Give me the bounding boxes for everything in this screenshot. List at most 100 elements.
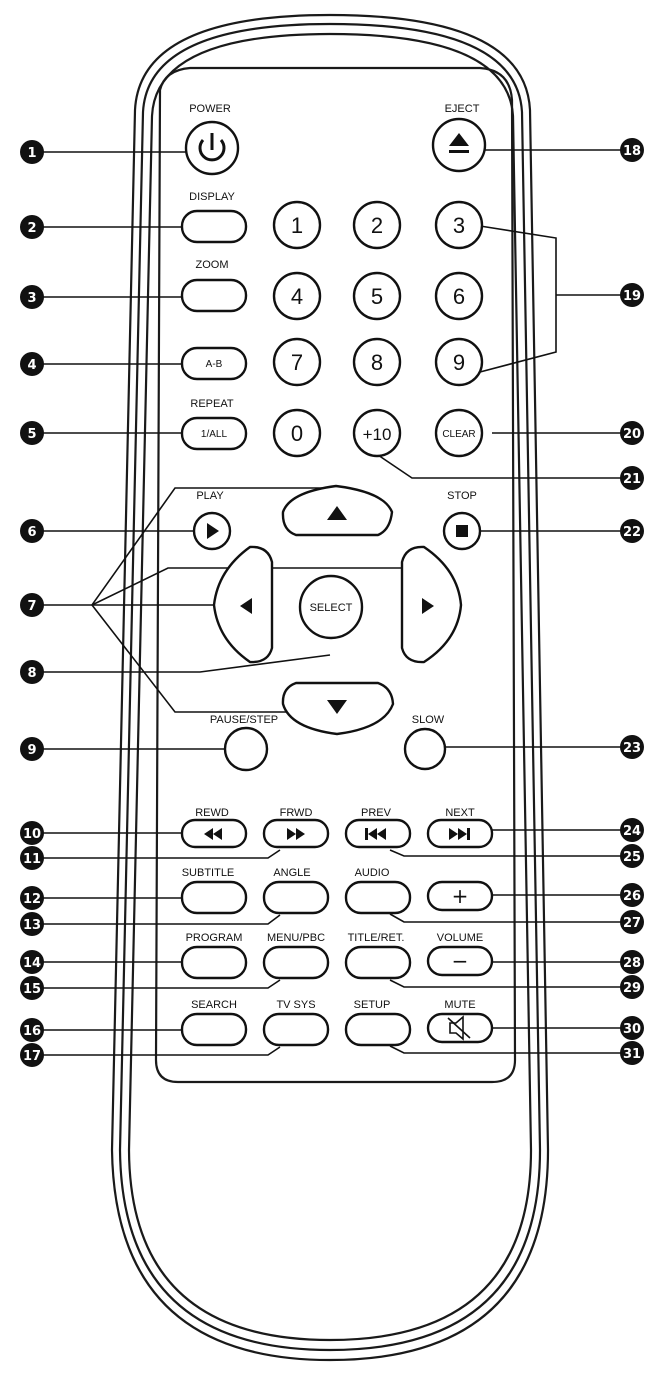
callout-24: 24 <box>620 818 644 842</box>
callout-markers: 1 2 3 4 5 6 7 8 9 10 11 12 13 14 15 16 1… <box>20 138 644 1067</box>
svg-text:31: 31 <box>623 1047 641 1062</box>
volume-label: VOLUME <box>437 932 483 944</box>
callout-29: 29 <box>620 975 644 999</box>
nav-left-button[interactable] <box>212 545 274 664</box>
volume-down-button[interactable]: − <box>426 945 494 977</box>
menu-pbc-button[interactable] <box>262 945 330 980</box>
callout-15: 15 <box>20 976 44 1000</box>
arrow-down-icon <box>327 700 347 714</box>
svg-text:21: 21 <box>623 472 641 487</box>
frwd-label: FRWD <box>280 807 313 819</box>
callout-2: 2 <box>20 215 44 239</box>
rewd-label: REWD <box>195 807 229 819</box>
digit-label: 3 <box>453 213 465 238</box>
pause-step-label: PAUSE/STEP <box>210 714 278 726</box>
digit-button-1[interactable]: 1 <box>272 200 322 250</box>
callout-30: 30 <box>620 1016 644 1040</box>
title-ret-button[interactable] <box>344 945 412 980</box>
digit-button-7[interactable]: 7 <box>272 337 322 387</box>
callout-5: 5 <box>20 421 44 445</box>
next-button[interactable] <box>426 818 494 849</box>
digit-button-2[interactable]: 2 <box>352 200 402 250</box>
svg-text:14: 14 <box>23 956 41 971</box>
digit-button-9[interactable]: 9 <box>434 337 484 387</box>
plus-ten-button[interactable]: +10 <box>352 408 402 458</box>
previous-button[interactable] <box>344 818 412 849</box>
callout-19: 19 <box>620 283 644 307</box>
digit-button-0[interactable]: 0 <box>272 408 322 458</box>
svg-text:17: 17 <box>23 1049 41 1064</box>
pause-step-button[interactable] <box>223 726 269 772</box>
title-ret-label: TITLE/RET. <box>348 932 405 944</box>
callout-3: 3 <box>20 285 44 309</box>
program-button[interactable] <box>180 945 248 980</box>
slow-label: SLOW <box>412 714 445 726</box>
subtitle-button[interactable] <box>180 880 248 915</box>
svg-text:20: 20 <box>623 427 641 442</box>
digit-button-8[interactable]: 8 <box>352 337 402 387</box>
eject-button[interactable] <box>431 117 487 173</box>
svg-text:2: 2 <box>27 221 36 236</box>
digit-button-4[interactable]: 4 <box>272 271 322 321</box>
eject-label: EJECT <box>445 103 480 115</box>
power-button[interactable] <box>184 120 240 176</box>
angle-button[interactable] <box>262 880 330 915</box>
prev-label: PREV <box>361 807 392 819</box>
svg-text:26: 26 <box>623 889 641 904</box>
nav-right-button[interactable] <box>400 545 463 664</box>
ab-button[interactable]: A-B <box>180 346 248 381</box>
nav-down-button[interactable] <box>281 681 395 736</box>
select-button[interactable]: SELECT <box>298 574 364 640</box>
digit-button-3[interactable]: 3 <box>434 200 484 250</box>
callout-6: 6 <box>20 519 44 543</box>
svg-text:3: 3 <box>27 291 36 306</box>
setup-button[interactable] <box>344 1012 412 1047</box>
svg-text:28: 28 <box>623 956 641 971</box>
nav-up-button[interactable] <box>281 484 394 537</box>
plus-ten-label: +10 <box>363 425 392 444</box>
audio-button[interactable] <box>344 880 412 915</box>
search-label: SEARCH <box>191 999 237 1011</box>
search-button[interactable] <box>180 1012 248 1047</box>
clear-label: CLEAR <box>442 429 475 440</box>
zoom-button[interactable] <box>180 278 248 313</box>
next-label: NEXT <box>445 807 475 819</box>
callout-4: 4 <box>20 352 44 376</box>
svg-text:1: 1 <box>27 146 36 161</box>
power-icon <box>198 133 226 162</box>
rewind-icon <box>204 828 222 840</box>
mute-button[interactable] <box>426 1012 494 1044</box>
digit-button-6[interactable]: 6 <box>434 271 484 321</box>
callout-14: 14 <box>20 950 44 974</box>
leader-lines <box>42 149 622 1056</box>
subtitle-label: SUBTITLE <box>182 867 235 879</box>
digit-button-5[interactable]: 5 <box>352 271 402 321</box>
callout-21: 21 <box>620 466 644 490</box>
tv-sys-button[interactable] <box>262 1012 330 1047</box>
svg-text:19: 19 <box>623 289 641 304</box>
repeat-button[interactable]: 1/ALL <box>180 416 248 451</box>
callout-10: 10 <box>20 821 44 845</box>
callout-26: 26 <box>620 883 644 907</box>
volume-up-button[interactable]: + <box>426 880 494 912</box>
stop-label: STOP <box>447 490 477 502</box>
volume-up-label: + <box>452 884 469 908</box>
play-button[interactable] <box>192 511 232 551</box>
display-button[interactable] <box>180 209 248 244</box>
clear-button[interactable]: CLEAR <box>434 408 484 458</box>
svg-text:18: 18 <box>623 144 641 159</box>
svg-text:24: 24 <box>623 824 641 839</box>
svg-text:6: 6 <box>27 525 36 540</box>
stop-button[interactable] <box>442 511 482 551</box>
callout-12: 12 <box>20 886 44 910</box>
svg-text:16: 16 <box>23 1024 41 1039</box>
fast-forward-icon <box>287 828 305 840</box>
callout-28: 28 <box>620 950 644 974</box>
callout-7: 7 <box>20 593 44 617</box>
slow-button[interactable] <box>403 727 447 771</box>
rewind-button[interactable] <box>180 818 248 849</box>
digit-label: 0 <box>291 421 303 446</box>
callout-9: 9 <box>20 737 44 761</box>
fast-forward-button[interactable] <box>262 818 330 849</box>
